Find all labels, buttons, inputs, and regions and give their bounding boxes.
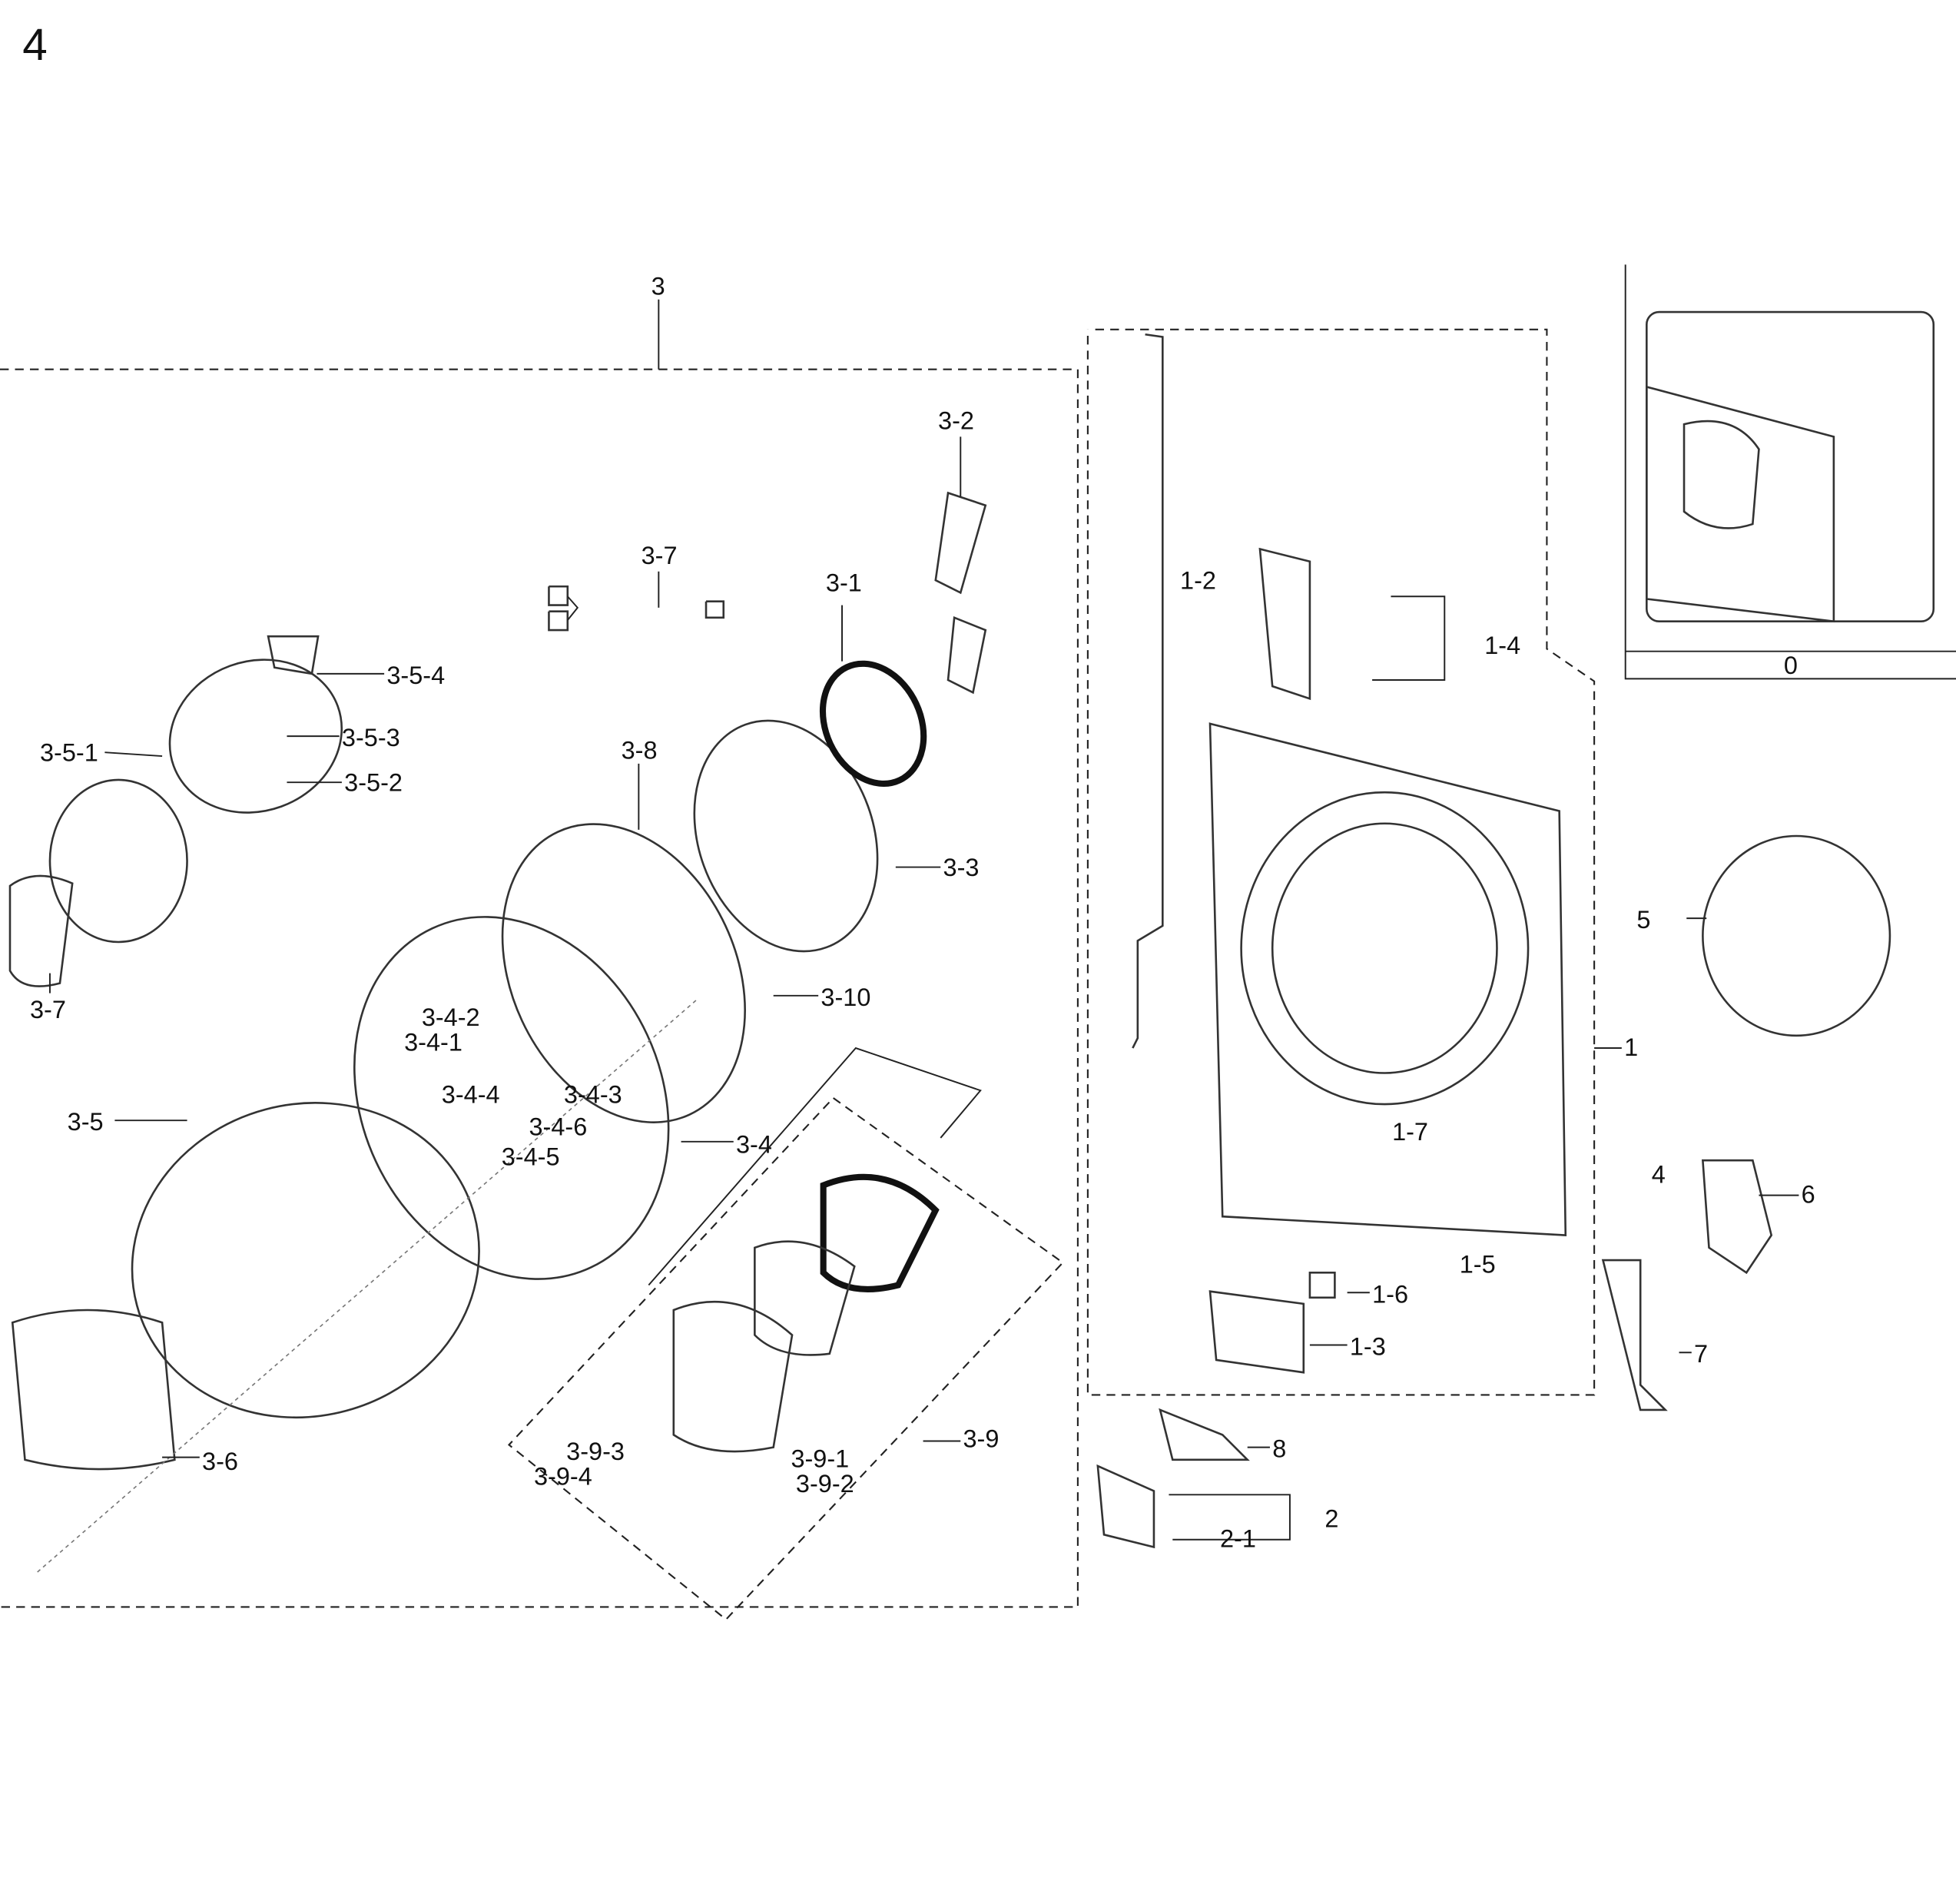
- callout-3-9: 3-9: [963, 1425, 1000, 1453]
- page-number: 4: [22, 20, 48, 70]
- callout-1-7: 1-7: [1392, 1118, 1428, 1146]
- callout-3-9-2: 3-9-2: [796, 1470, 854, 1498]
- door-parts: [8, 491, 987, 1573]
- front-panel-parts: [1096, 333, 1891, 1549]
- callout-3-8: 3-8: [622, 736, 658, 764]
- callout-3-3: 3-3: [943, 854, 980, 881]
- label-0: 0: [1784, 652, 1798, 679]
- callout-3-4-5: 3-4-5: [502, 1143, 560, 1171]
- callout-1-5: 1-5: [1460, 1250, 1496, 1278]
- callout-3-4-4: 3-4-4: [442, 1080, 500, 1108]
- leader-lines: [48, 436, 1799, 1458]
- callout-3-4-3: 3-4-3: [564, 1080, 622, 1108]
- label-3: 3: [651, 272, 665, 300]
- callout-3-5-3: 3-5-3: [342, 724, 400, 751]
- callout-3-5-4: 3-5-4: [386, 662, 445, 689]
- callout-6: 6: [1802, 1180, 1815, 1208]
- callout-3-5: 3-5: [68, 1108, 104, 1136]
- callout-3-5-2: 3-5-2: [344, 769, 403, 797]
- door-glass-group: [507, 1047, 1065, 1621]
- callout-1: 1: [1624, 1033, 1638, 1061]
- callout-3-6: 3-6: [202, 1448, 238, 1475]
- callout-3-2: 3-2: [938, 407, 974, 435]
- callout-5: 5: [1636, 906, 1650, 934]
- callout-3-5-1: 3-5-1: [40, 739, 98, 767]
- callout-3-10: 3-10: [821, 984, 870, 1011]
- callout-3-9-3: 3-9-3: [566, 1438, 625, 1465]
- callout-8: 8: [1272, 1435, 1286, 1463]
- label-1-4: 1-4: [1484, 632, 1520, 659]
- callout-2: 2: [1324, 1505, 1338, 1533]
- callout-1-3: 1-3: [1350, 1332, 1386, 1360]
- callout-labels: 3-2 3-7 3-1 1-2 3-5-4 3-5-3 3-5-1 3-5-2 …: [30, 407, 1815, 1553]
- door-assembly-group: 3: [0, 272, 1079, 1608]
- overview-box: 0: [1624, 264, 1956, 680]
- callout-3-7-left: 3-7: [30, 996, 66, 1023]
- callout-3-4: 3-4: [736, 1130, 772, 1158]
- callout-3-4-6: 3-4-6: [529, 1113, 587, 1141]
- callout-2-1: 2-1: [1220, 1525, 1256, 1553]
- callout-1-6: 1-6: [1372, 1280, 1408, 1308]
- front-panel-group: 1-4: [1086, 328, 1596, 1396]
- callout-4: 4: [1652, 1160, 1666, 1188]
- callout-3-9-4: 3-9-4: [534, 1462, 592, 1490]
- callout-3-4-1: 3-4-1: [404, 1028, 462, 1056]
- callout-1-2: 1-2: [1180, 566, 1216, 594]
- callout-3-7: 3-7: [642, 542, 678, 569]
- callout-3-9-1: 3-9-1: [791, 1445, 849, 1473]
- callout-3-1: 3-1: [826, 569, 862, 597]
- callout-7: 7: [1694, 1340, 1708, 1368]
- callout-3-4-2: 3-4-2: [422, 1003, 480, 1031]
